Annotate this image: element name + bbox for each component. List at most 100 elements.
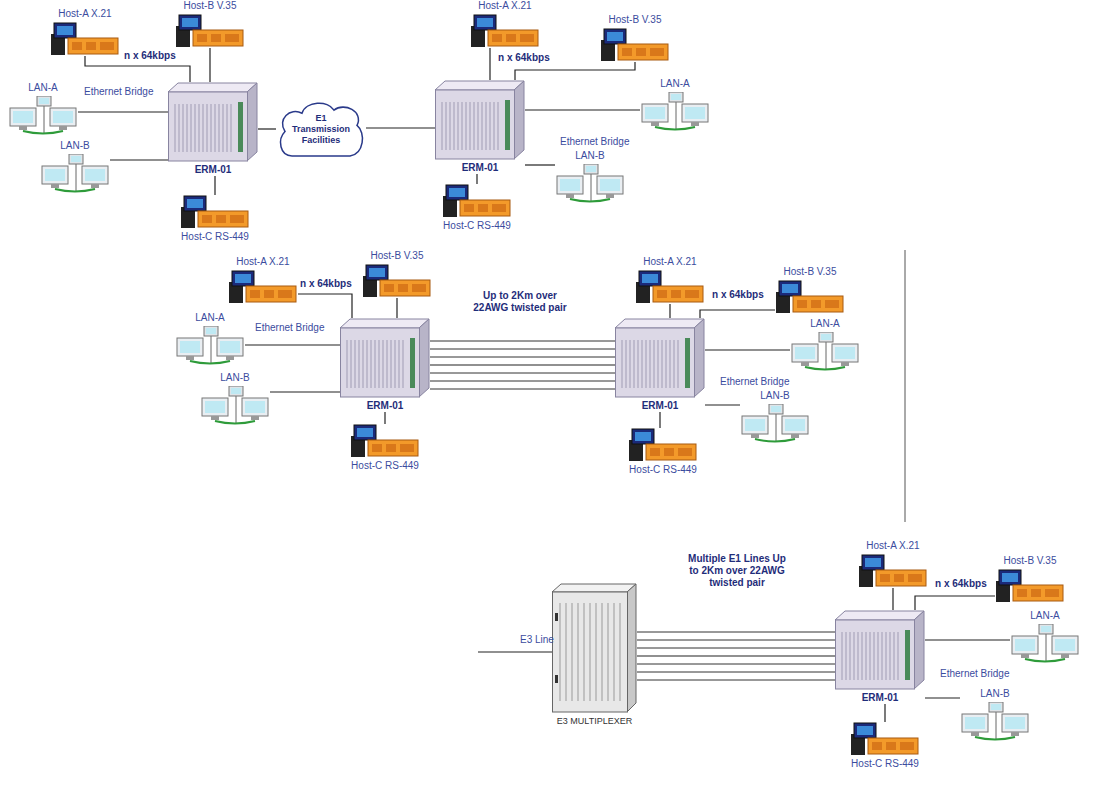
lan-workstations-icon-part xyxy=(251,416,259,420)
lan-workstations-icon-part xyxy=(570,199,610,202)
node-label: ERM-01 xyxy=(462,162,499,174)
host-computer-icon-part xyxy=(179,15,201,30)
host-computer-icon-part xyxy=(369,268,385,277)
erm-chassis-icon-part xyxy=(219,104,220,152)
node-label: LAN-A xyxy=(660,78,689,90)
host-computer-icon-part xyxy=(639,271,661,286)
lan-workstations-icon-part xyxy=(1041,626,1051,632)
e3-multiplexer-icon-part xyxy=(602,603,603,701)
lan-workstations-icon-part xyxy=(1011,732,1019,736)
lan-workstations-icon-part xyxy=(50,108,76,126)
node-label: Host-C RS-449 xyxy=(851,758,919,770)
erm-chassis-icon-part xyxy=(670,340,671,388)
node-label: LAN-B xyxy=(220,372,249,384)
host-computer-icon-part xyxy=(386,444,396,452)
host-computer-icon-part xyxy=(230,215,244,223)
twisted-pair-line xyxy=(430,349,615,350)
erm-chassis-icon-part xyxy=(490,102,491,150)
erm-chassis-icon-part xyxy=(835,611,924,620)
host-computer-icon-part xyxy=(211,34,221,42)
host-computer-icon-part xyxy=(664,448,674,456)
host-computer-icon-part xyxy=(492,204,506,212)
host-computer-icon-part xyxy=(68,38,118,54)
erm-chassis-icon-part xyxy=(846,632,847,680)
lan-workstations-icon xyxy=(1010,624,1080,664)
lan-workstations-icon-part xyxy=(785,419,805,431)
e3-multiplexer-icon-part xyxy=(553,592,628,712)
connector-line xyxy=(892,588,893,610)
connector-line xyxy=(669,304,670,318)
lan-workstations-icon-part xyxy=(769,404,783,414)
lan-workstations-icon-part xyxy=(186,356,194,360)
erm-chassis-icon-part xyxy=(474,102,475,150)
host-computer-icon-part xyxy=(862,555,884,570)
lan-workstations-icon-part xyxy=(19,126,27,130)
erm-chassis-icon-part xyxy=(383,340,384,388)
twisted-pair-line xyxy=(430,341,615,342)
erm-chassis-icon-part xyxy=(191,104,192,152)
transmission-cloud: E1 Transmission Facilities xyxy=(276,99,366,160)
lan-workstations-icon-part xyxy=(835,347,855,359)
lan-workstations-icon-part xyxy=(211,336,212,363)
lan-workstations-icon-part xyxy=(71,156,81,162)
lan-workstations-icon-part xyxy=(1025,659,1065,662)
erm-chassis-icon-part xyxy=(685,338,690,388)
host-computer-icon-part xyxy=(1031,589,1041,597)
e3-multiplexer-icon xyxy=(552,583,637,713)
host-computer-icon-part xyxy=(1045,589,1059,597)
edge-label: Multiple E1 Lines Up to 2Km over 22AWG t… xyxy=(688,553,786,589)
erm-chassis-icon-part xyxy=(169,92,248,161)
lan-workstations-icon-part xyxy=(671,94,681,100)
connector-line xyxy=(489,48,490,80)
e3-multiplexer-icon-part xyxy=(552,584,636,592)
erm-chassis-icon-part xyxy=(399,340,400,388)
e3-multiplexer-icon-part xyxy=(627,584,636,712)
connector-line xyxy=(396,298,397,318)
erm-chassis-icon-part xyxy=(626,340,627,388)
host-computer-icon-part xyxy=(653,286,703,302)
host-computer-icon xyxy=(775,280,845,314)
connector-line xyxy=(384,412,385,424)
lan-workstations-icon-part xyxy=(53,111,73,123)
erm-chassis-icon-part xyxy=(482,102,483,150)
erm-chassis-icon-part xyxy=(391,340,392,388)
host-computer-icon-part xyxy=(894,574,904,582)
e3-multiplexer-icon-part xyxy=(578,603,579,701)
host-node: Host-A X.21 xyxy=(470,0,540,48)
host-computer-icon-part xyxy=(999,570,1021,585)
erm-chassis-icon-part xyxy=(898,632,899,680)
erm-chassis-icon-part xyxy=(678,340,679,388)
host-computer-icon-part xyxy=(477,18,493,27)
node-label: ERM-01 xyxy=(367,400,404,412)
erm-chassis-icon-part xyxy=(387,340,388,388)
node-label: Host-B V.35 xyxy=(184,0,237,12)
lan-workstations-icon-part xyxy=(792,344,818,362)
erm-chassis-icon-part xyxy=(215,104,216,152)
lan-workstations-icon-part xyxy=(220,341,240,353)
lan-workstations-icon-part xyxy=(59,126,67,130)
lan-workstations-icon-part xyxy=(45,169,65,181)
host-computer-icon-part xyxy=(57,26,73,35)
erm-chassis-icon-part xyxy=(454,102,455,150)
lan-workstations-icon-part xyxy=(805,367,845,370)
erm-chassis-icon-part xyxy=(836,620,915,689)
host-computer-icon xyxy=(180,195,250,229)
host-computer-icon-part xyxy=(235,274,251,283)
node-label: Host-B V.35 xyxy=(784,266,837,278)
erm-chassis-icon-part xyxy=(355,340,356,388)
e3-multiplexer-icon-part xyxy=(608,603,609,701)
lan-workstations-icon-part xyxy=(1055,639,1075,651)
host-computer-icon-part xyxy=(876,570,926,586)
host-computer-icon-part xyxy=(811,300,821,308)
host-computer-icon xyxy=(350,424,420,458)
lan-workstations-icon-part xyxy=(44,106,45,133)
lan-node: LAN-B xyxy=(960,688,1030,742)
node-label: LAN-B xyxy=(575,150,604,162)
lan-workstations-icon-part xyxy=(685,107,705,119)
host-computer-icon-part xyxy=(354,425,376,440)
twisted-pair-line xyxy=(430,373,615,374)
connector-line xyxy=(884,704,885,722)
erm-chassis-icon xyxy=(168,82,258,162)
connector-line xyxy=(366,127,435,128)
lan-workstations-icon-part xyxy=(39,98,49,104)
